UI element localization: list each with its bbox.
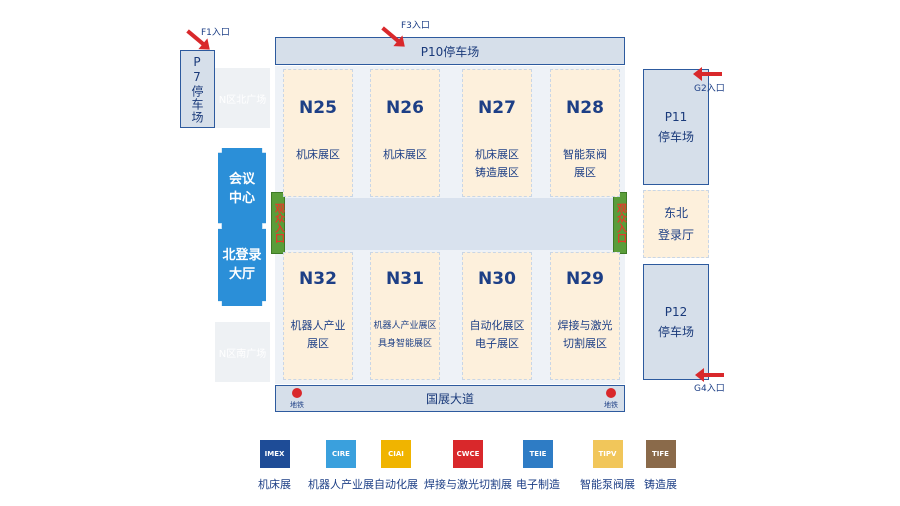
legend-label: 机器人产业展 bbox=[308, 478, 374, 491]
p12-sublabel: 停车场 bbox=[657, 325, 694, 339]
visitor-entrance-west: 观众入口 bbox=[271, 192, 285, 254]
legend-label: 智能泵阀展 bbox=[580, 478, 635, 491]
north-registration-hall: 北登录 大厅 bbox=[218, 224, 266, 306]
legend-tipv: TIPV 智能泵阀展 bbox=[580, 440, 635, 492]
teie-logo-icon: TEIE bbox=[523, 440, 553, 468]
hall-zone-1: 机床展区 bbox=[475, 148, 519, 161]
hall-zone-1: 机器人产业展区 bbox=[373, 321, 437, 331]
hall-code: N29 bbox=[566, 269, 604, 289]
gate-g4: G4入口 bbox=[694, 384, 725, 394]
north-plaza: N区北广场 bbox=[215, 68, 270, 128]
p10-label: P10停车场 bbox=[420, 44, 480, 59]
p10-parking: P10停车场 bbox=[275, 37, 625, 65]
north-reg-line2: 大厅 bbox=[228, 267, 255, 282]
p12-label: P12 bbox=[664, 305, 688, 319]
hall-zone-1: 智能泵阀 bbox=[563, 148, 607, 161]
conference-line2: 中心 bbox=[228, 191, 255, 206]
p11-parking: P11 停车场 bbox=[643, 69, 709, 185]
hall-n26[interactable]: N26 机床展区 bbox=[370, 69, 440, 197]
p11-label: P11 bbox=[664, 110, 688, 124]
hall-zone-1: 自动化展区 bbox=[469, 319, 525, 332]
hall-n32[interactable]: N32 机器人产业 展区 bbox=[283, 252, 353, 380]
conference-line1: 会议 bbox=[228, 172, 255, 187]
imex-logo-icon: IMEX bbox=[259, 440, 290, 468]
road-label: 国展大道 bbox=[425, 392, 474, 406]
visitor-entrance-east-label: 观众入口 bbox=[614, 203, 626, 243]
hall-n29[interactable]: N29 焊接与激光 切割展区 bbox=[550, 252, 620, 380]
legend-label: 焊接与激光切割展 bbox=[424, 478, 512, 491]
south-plaza-label: N区南广场 bbox=[218, 348, 267, 360]
hall-zone-2: 具身智能展区 bbox=[377, 339, 432, 349]
p7-label: P7停车场 bbox=[190, 54, 204, 124]
legend-label: 电子制造 bbox=[516, 478, 560, 491]
gate-g2-arrow-icon bbox=[693, 67, 722, 81]
central-corridor bbox=[275, 198, 625, 250]
p7-parking: P7停车场 bbox=[180, 50, 215, 128]
tife-logo-icon: TIFE bbox=[645, 440, 676, 468]
legend-teie: TEIE 电子制造 bbox=[516, 440, 560, 492]
hall-zone-1: 焊接与激光 bbox=[557, 319, 613, 332]
hall-n30[interactable]: N30 自动化展区 电子展区 bbox=[462, 252, 532, 380]
metro-label-east: 地铁 bbox=[604, 401, 618, 409]
hall-zone-1: 机床展区 bbox=[383, 148, 427, 161]
tipv-logo-icon: TIPV bbox=[592, 440, 623, 468]
hall-code: N25 bbox=[299, 98, 337, 118]
gate-g4-arrow-icon bbox=[695, 368, 724, 382]
legend-cire: CIRE 机器人产业展 bbox=[308, 440, 374, 492]
legend-label: 机床展 bbox=[258, 478, 291, 491]
hall-code: N26 bbox=[386, 98, 424, 118]
gate-f3: F3入口 bbox=[401, 21, 430, 31]
hall-zone-1: 机器人产业 bbox=[290, 319, 346, 332]
gate-f1: F1入口 bbox=[201, 28, 230, 38]
hall-code: N32 bbox=[299, 269, 337, 289]
ciai-logo-icon: CIAI bbox=[381, 440, 411, 468]
p12-parking: P12 停车场 bbox=[643, 264, 709, 380]
visitor-entrance-west-label: 观众入口 bbox=[272, 203, 284, 243]
legend-imex: IMEX 机床展 bbox=[258, 440, 291, 492]
legend-ciai: CIAI 自动化展 bbox=[374, 440, 418, 492]
north-reg-line1: 北登录 bbox=[222, 248, 262, 263]
hall-zone-2: 展区 bbox=[307, 337, 329, 350]
legend-label: 铸造展 bbox=[644, 478, 677, 491]
legend-label: 自动化展 bbox=[374, 478, 418, 491]
cwce-logo-icon: CWCE bbox=[453, 440, 483, 468]
hall-n27[interactable]: N27 机床展区 铸造展区 bbox=[462, 69, 532, 197]
metro-icon-west bbox=[292, 388, 302, 398]
hall-n31[interactable]: N31 机器人产业展区 具身智能展区 bbox=[370, 252, 440, 380]
hall-code: N27 bbox=[478, 98, 516, 118]
hall-n28[interactable]: N28 智能泵阀 展区 bbox=[550, 69, 620, 197]
p11-sublabel: 停车场 bbox=[657, 130, 694, 144]
hall-n25[interactable]: N25 机床展区 bbox=[283, 69, 353, 197]
hall-zone-2: 铸造展区 bbox=[475, 166, 519, 179]
hall-zone-2: 电子展区 bbox=[475, 337, 519, 350]
hall-zone-2: 切割展区 bbox=[563, 337, 607, 350]
hall-zone-2: 展区 bbox=[574, 166, 596, 179]
ne-reg-line1: 东北 bbox=[663, 206, 688, 220]
gate-g2: G2入口 bbox=[694, 84, 725, 94]
north-plaza-label: N区北广场 bbox=[218, 94, 267, 106]
hall-code: N28 bbox=[566, 98, 604, 118]
metro-label-west: 地铁 bbox=[290, 401, 304, 409]
ne-reg-line2: 登录厅 bbox=[657, 228, 694, 242]
legend-cwce: CWCE 焊接与激光切割展 bbox=[424, 440, 512, 492]
cire-logo-icon: CIRE bbox=[326, 440, 356, 468]
conference-center: 会议 中心 bbox=[218, 148, 266, 228]
south-plaza: N区南广场 bbox=[215, 322, 270, 382]
hall-zone-1: 机床展区 bbox=[296, 148, 340, 161]
visitor-entrance-east: 观众入口 bbox=[613, 192, 627, 254]
guozhan-avenue: 国展大道 bbox=[275, 385, 625, 412]
metro-icon-east bbox=[606, 388, 616, 398]
hall-code: N30 bbox=[478, 269, 516, 289]
legend-tife: TIFE 铸造展 bbox=[644, 440, 677, 492]
hall-code: N31 bbox=[386, 269, 424, 289]
northeast-registration-hall: 东北 登录厅 bbox=[643, 190, 709, 258]
